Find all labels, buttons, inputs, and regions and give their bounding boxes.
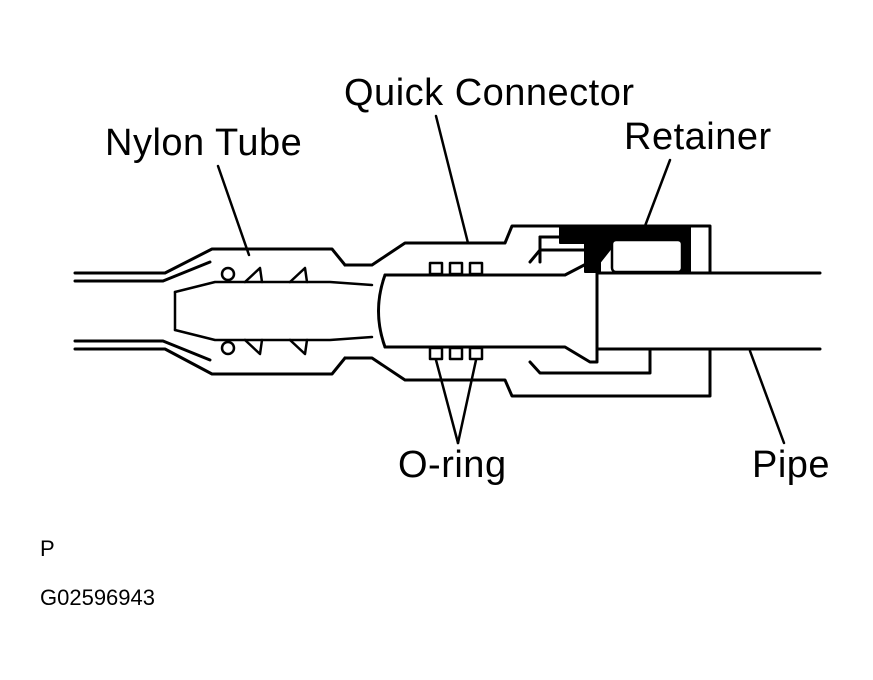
leader-pipe <box>748 349 786 445</box>
leader-o-ring-right <box>456 358 478 445</box>
leader-retainer <box>643 158 672 228</box>
leader-quick-connector <box>434 114 470 245</box>
nylon-tube-walls <box>73 247 347 376</box>
leader-o-ring-left <box>434 358 460 445</box>
figure-id: G02596943 <box>40 585 155 610</box>
leader-lines <box>216 114 786 445</box>
tube-o-rings <box>220 266 236 356</box>
label-retainer: Retainer <box>624 116 772 158</box>
label-quick-connector: Quick Connector <box>344 72 635 114</box>
leader-nylon-tube <box>216 164 251 257</box>
label-nylon-tube: Nylon Tube <box>105 122 303 164</box>
label-o-ring: O-ring <box>398 444 507 486</box>
code-letter: P <box>40 536 55 561</box>
barbed-insert <box>173 266 374 356</box>
label-pipe: Pipe <box>752 444 831 486</box>
pipe <box>377 260 822 364</box>
o-rings <box>428 261 484 361</box>
